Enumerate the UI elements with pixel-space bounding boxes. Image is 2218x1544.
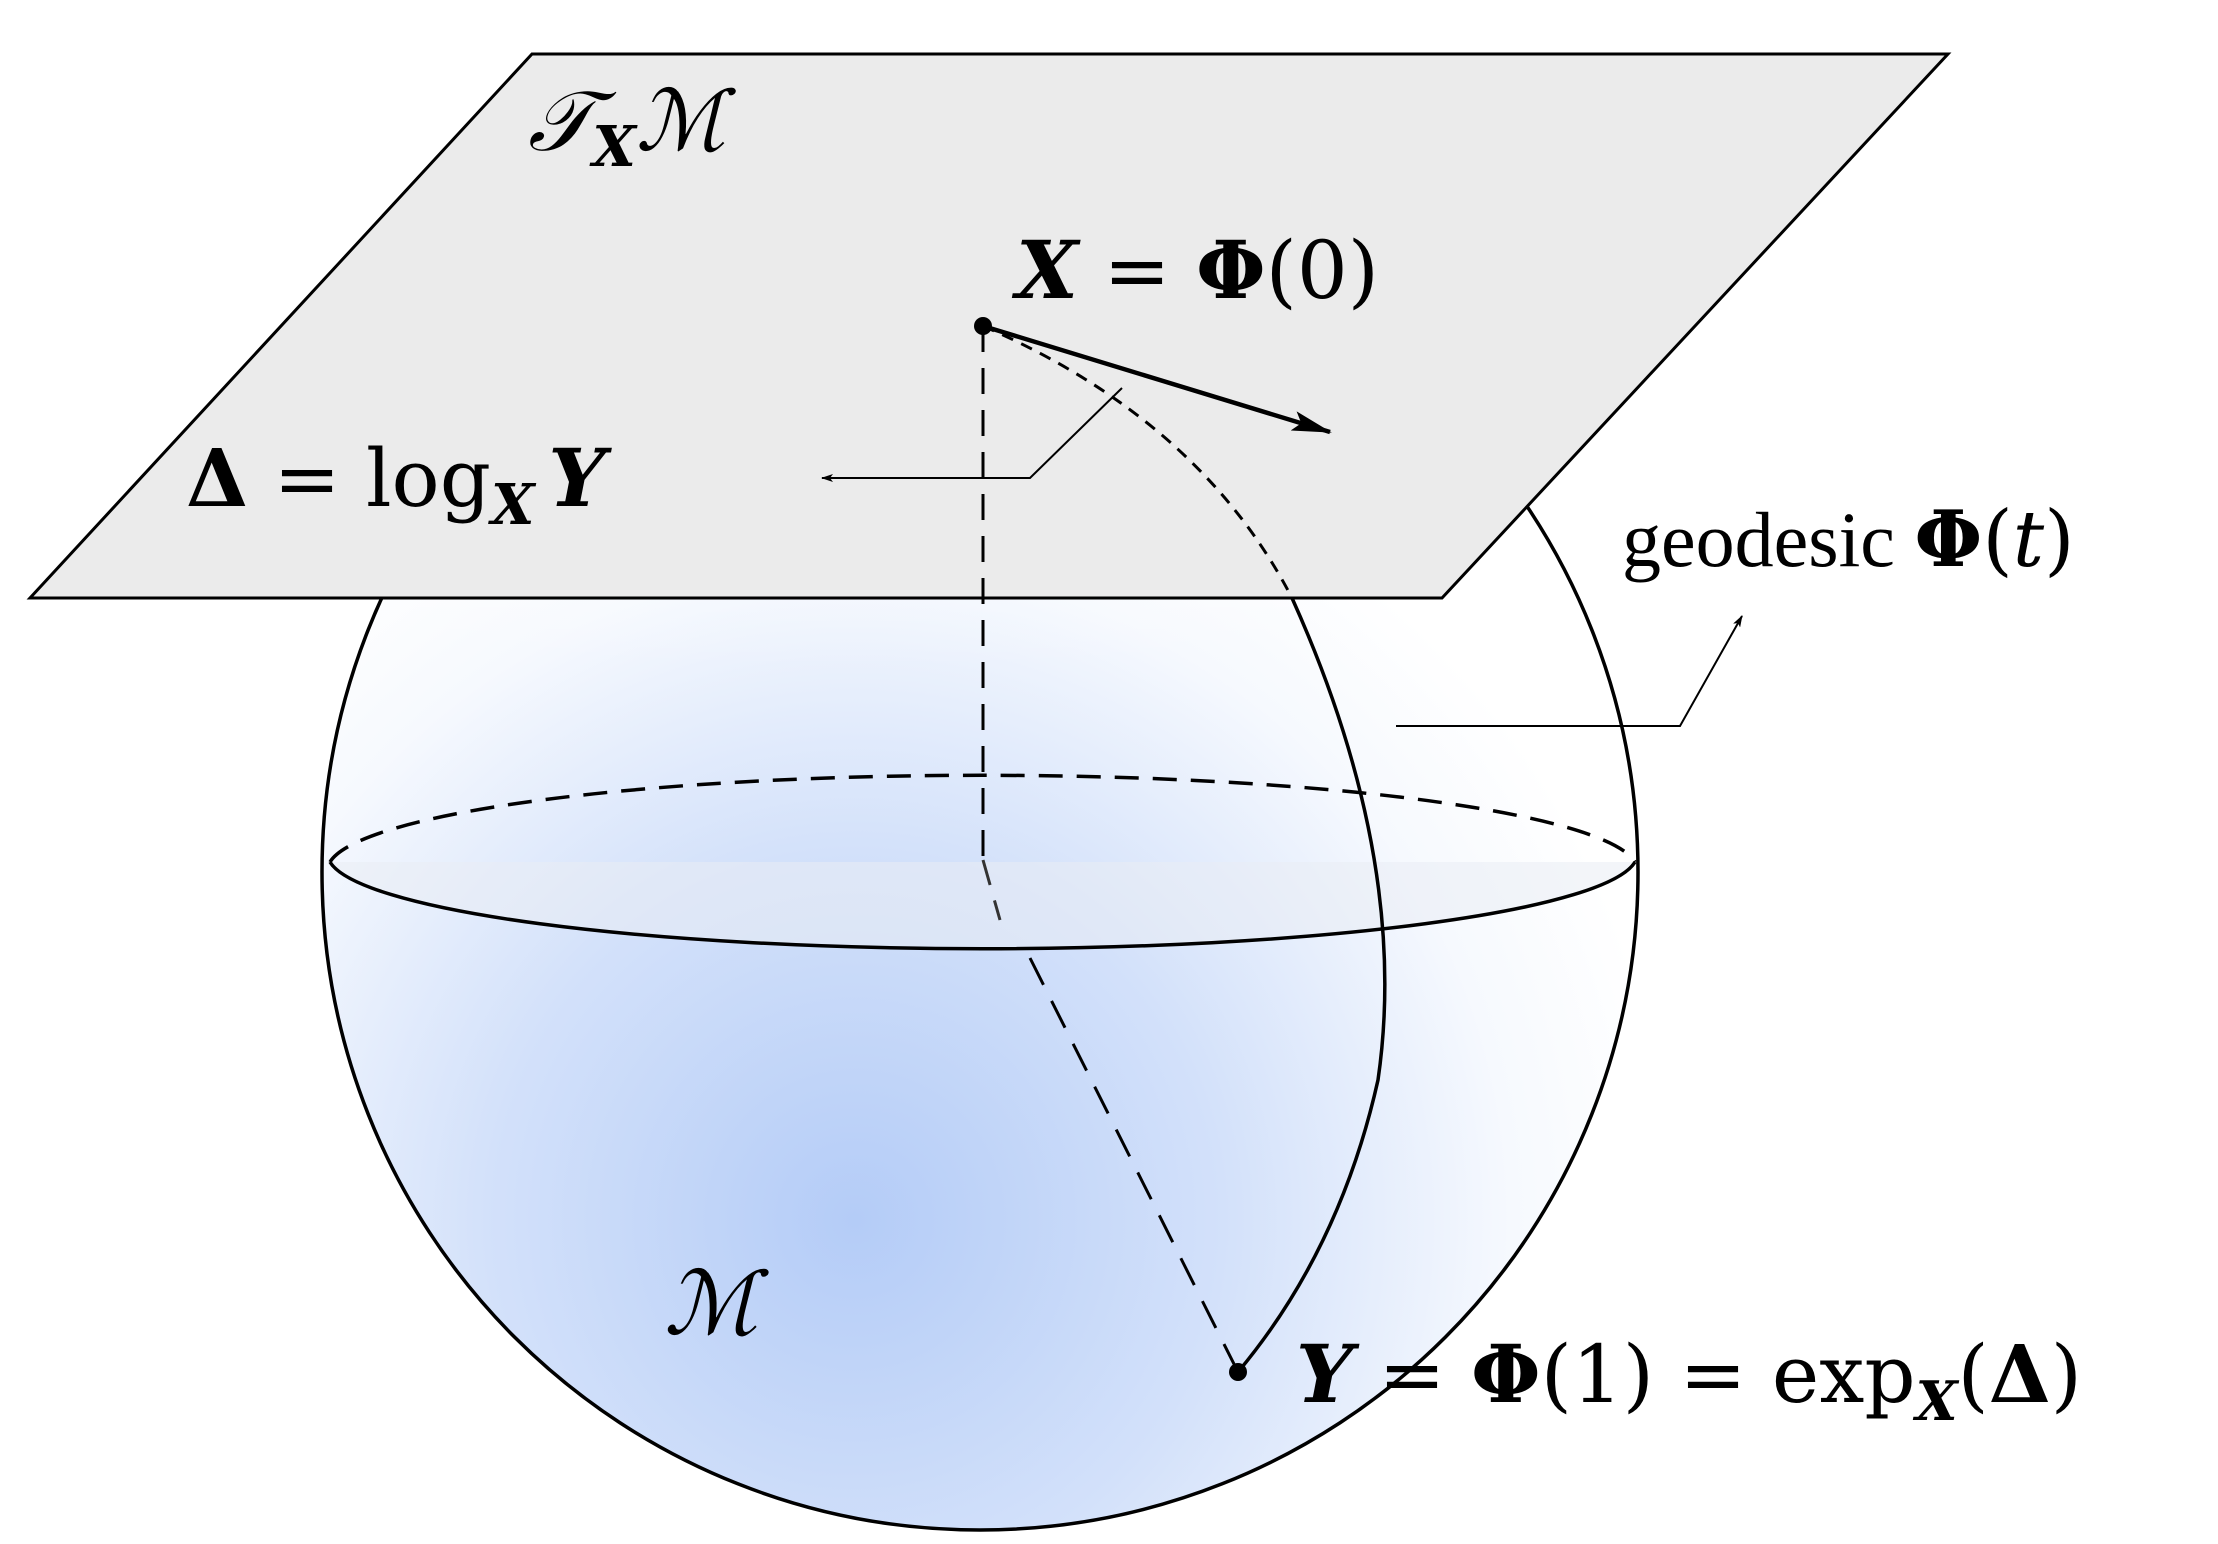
tangent-space-subscript: X xyxy=(589,114,638,180)
geodesic-word: geodesic xyxy=(1622,496,1914,583)
geodesic-label: geodesic Φ(t) xyxy=(1622,494,2075,585)
point-x-dot xyxy=(974,317,992,335)
geodesic-leader-line xyxy=(1396,615,1743,727)
point-y-phi: Φ xyxy=(1471,1327,1541,1421)
point-y-var: Y xyxy=(1296,1327,1360,1421)
point-y-delta: Δ xyxy=(1989,1327,2051,1421)
chord-dashed-line xyxy=(1028,957,1240,1373)
geodesic-open: ( xyxy=(1982,495,2012,585)
delta-log: = log xyxy=(248,432,491,525)
point-x-phi: Φ xyxy=(1196,223,1266,317)
geodesic-dashed-segment xyxy=(982,324,1294,599)
delta-leader-line xyxy=(821,387,1123,482)
tangent-space-manifold: ℳ xyxy=(636,72,737,170)
delta-symbol: Δ xyxy=(186,431,248,525)
geodesic-phi: Φ xyxy=(1914,494,1982,585)
point-x-arg: (0) xyxy=(1266,224,1379,317)
point-y-close: ) xyxy=(2051,1328,2082,1421)
geodesic-t: t xyxy=(2013,495,2045,585)
point-y-subscript: X xyxy=(1913,1369,1960,1433)
point-x-var: X xyxy=(1011,223,1081,317)
geodesic-close: ) xyxy=(2044,495,2074,585)
point-y-label: Y = Φ(1) = expX(Δ) xyxy=(1296,1327,2082,1433)
delta-y: Y xyxy=(548,431,612,525)
tangent-vector-arrow xyxy=(982,323,1332,435)
vertical-dashed-line-lower xyxy=(981,859,1002,921)
point-x-label: X = Φ(0) xyxy=(1011,223,1379,317)
delta-subscript: X xyxy=(488,472,537,538)
point-y-arg: (1) = exp xyxy=(1541,1328,1916,1421)
point-x-equals: = xyxy=(1078,224,1196,317)
geodesic-curve xyxy=(1236,597,1387,1374)
equator-ellipse xyxy=(328,773,1637,951)
point-y-open: ( xyxy=(1957,1328,1988,1421)
tangent-space-label: 𝒯Xℳ xyxy=(528,72,737,180)
manifold-label: ℳ xyxy=(664,1252,769,1355)
point-y-equals: = xyxy=(1353,1328,1471,1421)
point-y-dot xyxy=(1229,1363,1247,1381)
manifold-symbol: ℳ xyxy=(664,1252,769,1355)
